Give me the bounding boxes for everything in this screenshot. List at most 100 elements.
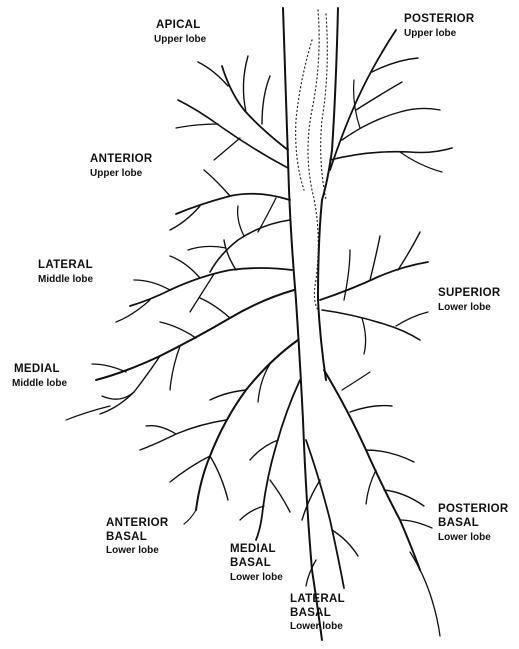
branch [178,100,288,168]
label-name-2: BASAL [290,607,331,619]
branch [330,30,396,170]
label-lobe: Middle lobe [38,274,93,285]
dotted-outline-2 [321,14,328,200]
branch [222,66,288,150]
branch [188,246,226,250]
branch [146,426,176,434]
branches-anterior-upper [170,170,290,272]
branch [354,80,360,128]
branch [384,490,424,506]
label-name-2: BASAL [230,557,271,569]
branch [210,456,228,500]
label-lobe: Lower lobe [106,545,159,556]
label-lobe: Upper lobe [404,28,457,39]
branch [320,262,428,300]
branch [116,300,150,322]
branch [366,470,376,504]
label-lobe: Lower lobe [438,532,491,543]
label-name: ANTERIOR [90,153,153,165]
branch [258,198,276,232]
label-name: LATERAL [38,259,93,271]
label-lobe: Lower lobe [290,621,343,632]
branches-posterior-upper [330,30,452,172]
label-lateral-middle: LATERAL Middle lobe [38,259,93,285]
label-name-1: MEDIAL [230,543,276,555]
branches-lateral-middle [116,240,292,322]
branch [302,480,320,520]
branch [243,56,248,112]
branch [344,250,350,300]
branch [140,420,226,450]
trunk-right-wall [318,8,338,380]
label-name: SUPERIOR [438,287,501,299]
branch [366,450,414,462]
branch [410,552,440,636]
branches-medial-basal [240,380,300,540]
branch [322,310,420,340]
branch [350,406,392,412]
label-lobe: Upper lobe [154,34,207,45]
label-posterior-upper: POSTERIOR Upper lobe [404,13,475,39]
branch [238,206,244,236]
branch [324,370,420,570]
label-posterior-basal: POSTERIOR BASAL Lower lobe [438,503,509,543]
branch [240,506,264,520]
label-medial-middle: MEDIAL Middle lobe [12,363,67,389]
label-lateral-basal: LATERAL BASAL Lower lobe [290,593,345,632]
branch [400,520,432,528]
dotted-outline-3 [296,40,312,190]
label-anterior-basal: ANTERIOR BASAL Lower lobe [106,517,169,556]
branch [170,456,210,482]
dotted-outline-1 [308,10,319,310]
branch [184,510,196,524]
label-medial-basal: MEDIAL BASAL Lower lobe [230,543,283,583]
label-apical: APICAL Upper lobe [154,19,207,45]
branches-apical [176,56,288,168]
trunk-left-wall [283,8,322,640]
branch [210,220,290,272]
label-name-1: ANTERIOR [106,517,169,529]
branch [134,280,170,290]
label-lobe: Middle lobe [12,378,67,389]
main-bronchus [283,8,338,640]
branch [396,312,428,326]
branch [92,364,126,372]
branch [342,372,370,390]
label-lobe: Lower lobe [438,302,491,313]
branch [100,356,160,414]
branches-anterior-basal [140,340,298,524]
branch [176,124,218,128]
label-name-1: POSTERIOR [438,503,509,515]
branch [130,268,292,306]
branch [198,62,228,86]
branch [342,108,440,140]
branches-superior-lower [320,232,428,354]
label-lobe: Upper lobe [90,168,143,179]
branch [200,298,230,318]
branch [330,148,452,160]
label-name-1: LATERAL [290,593,345,605]
branch [170,346,180,390]
label-superior-lower: SUPERIOR Lower lobe [438,287,501,313]
branch [372,58,418,72]
branch [362,318,366,354]
label-anterior-upper: ANTERIOR Upper lobe [90,153,153,179]
branch [400,152,442,172]
label-name: MEDIAL [14,363,60,375]
branch [102,392,134,399]
branch [270,480,290,512]
branch [214,138,240,160]
branch [262,76,270,124]
label-name: POSTERIOR [404,13,475,25]
branches-lateral-basal [302,440,358,588]
label-name: APICAL [156,19,201,31]
label-name-2: BASAL [106,531,147,543]
branch [204,170,230,196]
branch [224,240,236,270]
label-lobe: Lower lobe [230,572,283,583]
branch [256,380,300,540]
branch [170,256,200,278]
branch [160,322,196,338]
